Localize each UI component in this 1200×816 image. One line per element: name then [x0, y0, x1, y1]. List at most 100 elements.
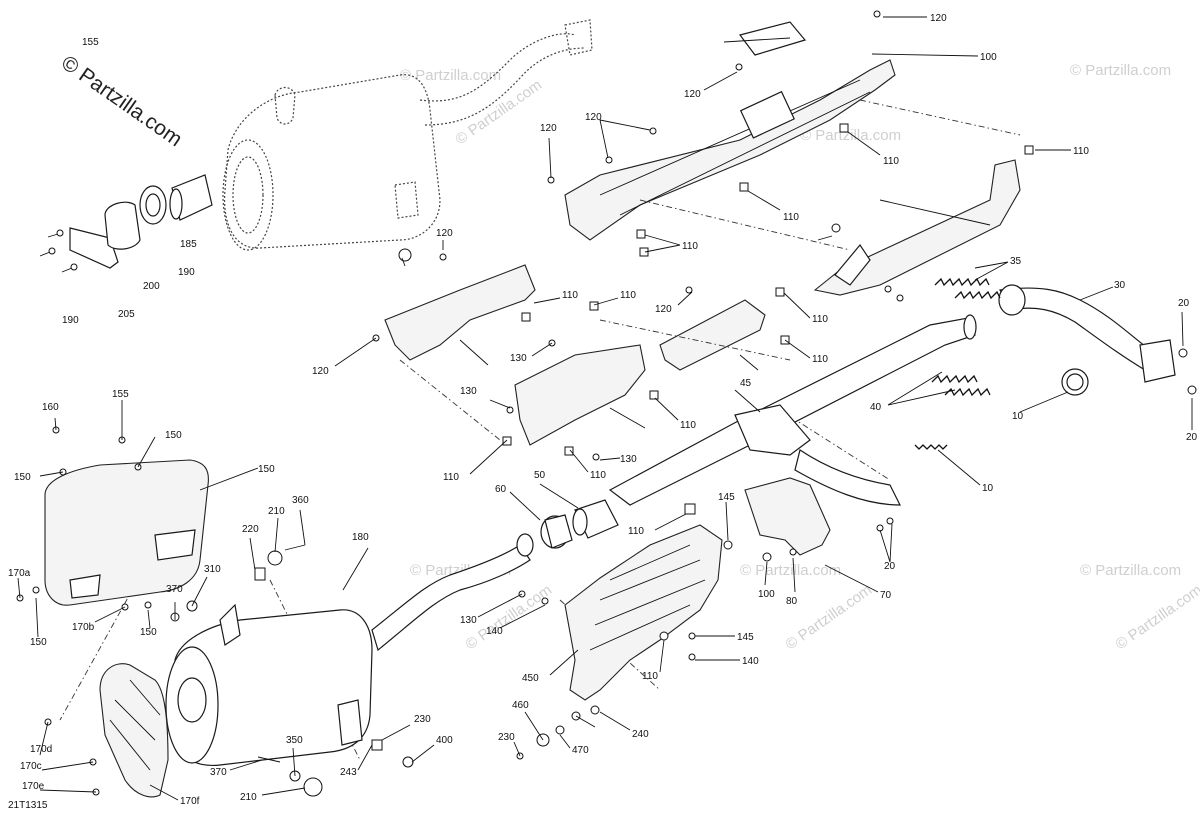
- callout-label: 110: [883, 156, 899, 167]
- muffler-170a: [165, 533, 534, 767]
- callout-labels: 120 155 100 120 120 120 110 110 110 110 …: [8, 13, 1198, 807]
- grommet-185: [303, 777, 323, 797]
- callout-label: 110: [812, 354, 828, 365]
- callout-label: 110: [642, 671, 658, 682]
- callout-label: 50: [534, 470, 546, 481]
- end-cap-160: [99, 663, 169, 798]
- callout-label: 100: [758, 589, 775, 600]
- callout-label: 120: [540, 123, 557, 134]
- callout-label: 190: [178, 267, 195, 278]
- callout-label: 150: [30, 637, 47, 648]
- callout-label: 180: [352, 532, 369, 543]
- callout-label: 35: [1010, 256, 1022, 267]
- callout-label: 243: [340, 767, 357, 778]
- brand-label: © Partzilla.com: [57, 51, 186, 151]
- heat-shield-240: [564, 524, 723, 701]
- callout-label: 170e: [22, 781, 45, 792]
- tailpipe-170e: [104, 201, 141, 250]
- callout-label: 470: [572, 745, 589, 756]
- watermark-text: © Partzilla.com: [1113, 581, 1200, 653]
- callout-label: 170c: [20, 761, 42, 772]
- callout-label: 120: [684, 89, 701, 100]
- hardware: [16, 10, 1197, 797]
- callout-label: 40: [870, 402, 882, 413]
- callout-label: 120: [655, 304, 672, 315]
- heat-shield-310: [659, 299, 766, 371]
- heat-shield-140: [44, 459, 209, 606]
- callout-label: 10: [982, 483, 994, 494]
- heat-shield-100: [564, 21, 896, 241]
- callout-label: 130: [460, 615, 477, 626]
- callout-label: 170b: [72, 622, 95, 633]
- grommet-180: [267, 550, 283, 566]
- callout-label: 20: [1178, 298, 1190, 309]
- gasket-170f: [69, 227, 119, 269]
- heat-shield-60: [744, 477, 831, 556]
- callout-label: 140: [486, 626, 503, 637]
- heat-shield-360: [384, 248, 536, 361]
- callout-label: 10: [1012, 411, 1024, 422]
- callout-label: 120: [930, 13, 947, 24]
- callout-label: 205: [118, 309, 135, 320]
- callout-label: 110: [590, 470, 606, 481]
- callout-label: 200: [143, 281, 160, 292]
- callout-label: 155: [112, 389, 129, 400]
- callout-label: 210: [240, 792, 257, 803]
- watermark-text: © Partzilla.com: [740, 562, 841, 579]
- callout-label: 370: [166, 584, 183, 595]
- springs-35: [914, 277, 1001, 450]
- callout-label: 120: [585, 112, 602, 123]
- bushing-190: [254, 567, 266, 581]
- clamp-50: [540, 514, 573, 549]
- callout-label: 110: [620, 290, 636, 301]
- watermark-text: © Partzilla.com: [453, 76, 546, 148]
- callout-label: 150: [165, 430, 182, 441]
- callout-label: 20: [1186, 432, 1198, 443]
- callout-label: 100: [980, 52, 997, 63]
- callout-label: 110: [783, 212, 799, 223]
- document-number: 21T1315: [8, 800, 48, 811]
- callout-label: 145: [737, 632, 754, 643]
- callout-label: 160: [42, 402, 59, 413]
- callout-label: 400: [436, 735, 453, 746]
- callout-label: 170f: [180, 796, 200, 807]
- callout-label: 170d: [30, 744, 52, 755]
- callout-label: 150: [140, 627, 157, 638]
- sleeve-45: [572, 499, 619, 539]
- callout-label: 450: [522, 673, 539, 684]
- callout-label: 220: [242, 524, 259, 535]
- watermark-text: © Partzilla.com: [1070, 62, 1171, 79]
- callout-label: 170a: [8, 568, 31, 579]
- ghost-muffler-assembly: [222, 19, 593, 251]
- callout-label: 110: [628, 526, 644, 537]
- callout-label: 110: [443, 472, 459, 483]
- callout-label: 130: [510, 353, 527, 364]
- callout-label: 70: [880, 590, 892, 601]
- callout-label: 110: [562, 290, 578, 301]
- callout-label: 190: [62, 315, 79, 326]
- nut-370: [398, 248, 412, 262]
- callout-label: 130: [620, 454, 637, 465]
- callout-label: 110: [812, 314, 828, 325]
- callout-label: 360: [292, 495, 309, 506]
- tailpipe-flange-parts: [39, 174, 213, 273]
- watermark-text: © Partzilla.com: [783, 581, 876, 653]
- callout-label: 140: [742, 656, 759, 667]
- watermark-text: © Partzilla.com: [800, 127, 901, 144]
- callout-label: 210: [268, 506, 285, 517]
- callout-label: 350: [286, 735, 303, 746]
- leader-lines: [17, 16, 1193, 801]
- callout-label: 150: [258, 464, 275, 475]
- callout-label: 230: [498, 732, 515, 743]
- callout-label: 120: [312, 366, 329, 377]
- heat-shield-400: [813, 159, 1021, 296]
- callout-label: 370: [210, 767, 227, 778]
- callout-label: 110: [680, 420, 696, 431]
- callout-label: 150: [14, 472, 31, 483]
- callout-label: 145: [718, 492, 735, 503]
- callout-label: 185: [180, 239, 197, 250]
- watermark-text: © Partzilla.com: [400, 67, 501, 84]
- callout-label: 120: [436, 228, 453, 239]
- callout-label: 110: [682, 241, 698, 252]
